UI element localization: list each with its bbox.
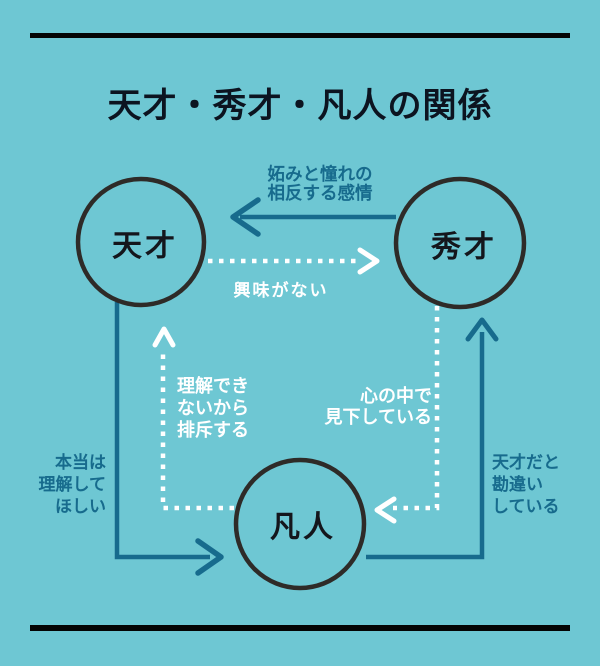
label-mistake-line2: 勘違い (492, 475, 543, 494)
label-understood-line3: ほしい (55, 497, 106, 516)
dotted-arrow-bonjin-to-tensai (160, 348, 234, 511)
dotted-arrowhead-bonjin-to-tensai (152, 326, 176, 348)
bottom-rule (30, 625, 570, 631)
label-mistaken-for-genius: 天才だと 勘違い している (492, 452, 560, 518)
label-mistake-line3: している (492, 497, 560, 516)
bonjin-circle (233, 457, 367, 591)
tensai-label: 天才 (112, 230, 178, 263)
tensai-circle (75, 176, 207, 308)
label-envy-admiration-line1: 妬みと憧れの (267, 164, 373, 184)
top-rule (30, 33, 570, 38)
label-reject-line1: 理解でき (177, 376, 249, 396)
label-look-down-line2: 見下している (324, 407, 432, 427)
dotted-arrowhead-tensai-to-shusai (357, 247, 380, 275)
label-envy-admiration: 妬みと憧れの 相反する感情 (268, 165, 373, 203)
label-mistake-line1: 天才だと (492, 453, 560, 472)
label-reject-line3: 排斥する (177, 420, 249, 440)
shusai-circle (393, 176, 527, 310)
label-understood-line2: 理解して (38, 475, 107, 494)
arrowhead-bonjin-to-shusai (465, 317, 499, 342)
arrowhead-tensai-to-bonjin (195, 538, 224, 576)
label-reject-line2: ないから (177, 398, 249, 418)
label-look-down-line1: 心の中で (360, 386, 432, 406)
arrowhead-shusai-to-tensai (230, 197, 261, 237)
page-title: 天才・秀才・凡人の関係 (107, 87, 493, 125)
bonjin-label: 凡人 (270, 511, 336, 544)
arrow-bonjin-to-shusai (366, 332, 485, 560)
dotted-arrowhead-shusai-to-bonjin (374, 496, 397, 524)
label-no-interest: 興味がない (233, 281, 329, 300)
label-look-down-inside: 心の中で 見下している (325, 386, 432, 428)
label-reject-cannot-understand: 理解でき ないから 排斥する (177, 375, 249, 441)
shusai-label: 秀才 (431, 231, 497, 264)
label-envy-admiration-line2: 相反する感情 (267, 183, 373, 203)
label-understood-line1: 本当は (55, 453, 106, 472)
label-want-to-be-understood: 本当は 理解して ほしい (39, 452, 107, 518)
arrow-tensai-to-bonjin (114, 302, 210, 560)
dotted-arrow-shusai-to-bonjin (393, 306, 440, 511)
